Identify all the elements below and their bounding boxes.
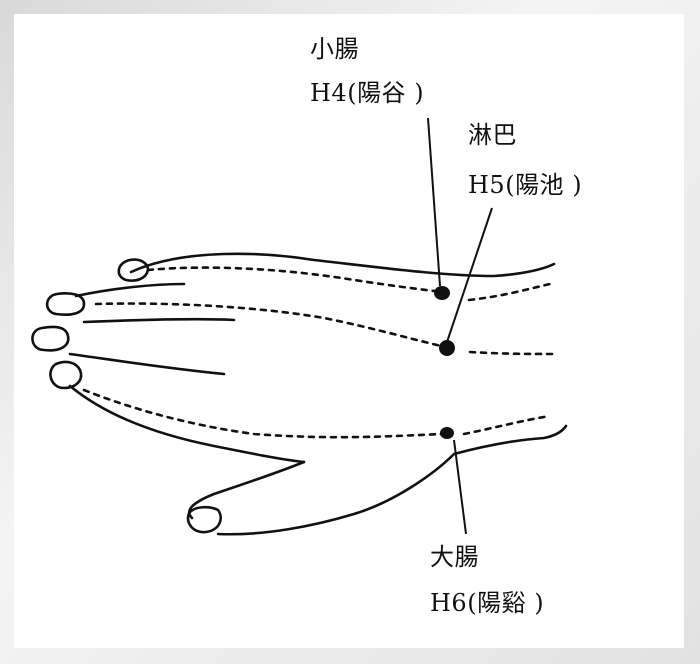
fingernail-4 [49,360,83,390]
thumb-lower [216,452,456,536]
meridian-lymph [94,302,556,356]
fingernail-1 [117,258,150,282]
thumb-nail [186,505,222,534]
acupoint-h5 [439,340,455,356]
label-h6-code: H6(陽谿 ) [430,589,545,617]
acupoint-h6 [440,427,454,439]
diagram-frame: 小腸 H4(陽谷 ) 淋巴 H5(陽池 ) 大腸 H6(陽谿 ) [14,14,684,648]
leader-h5 [446,207,493,343]
thumb-upper [187,460,306,520]
finger-2-line [74,282,186,298]
label-h5-code: H5(陽池 ) [468,171,583,199]
meridian-large-intestine [82,388,552,439]
label-h5-organ: 淋巴 [468,121,517,149]
fingernail-3 [31,325,70,352]
hand-top-outline [129,252,556,278]
label-h4-organ: 小腸 [310,35,359,63]
fingernail-2 [45,292,86,316]
acupoint-h4 [434,286,450,300]
finger-3-bottom [68,352,226,376]
hand-acupoint-diagram [31,117,568,536]
leader-h6 [453,439,467,535]
hand-bottom-outline [68,384,306,464]
meridian-small-intestine [146,266,552,302]
leader-h4 [427,117,441,287]
wrist-bottom-outline [452,424,568,456]
label-h6-organ: 大腸 [430,543,479,571]
label-h4-code: H4(陽谷 ) [310,79,425,107]
finger-2-bottom [82,317,236,324]
